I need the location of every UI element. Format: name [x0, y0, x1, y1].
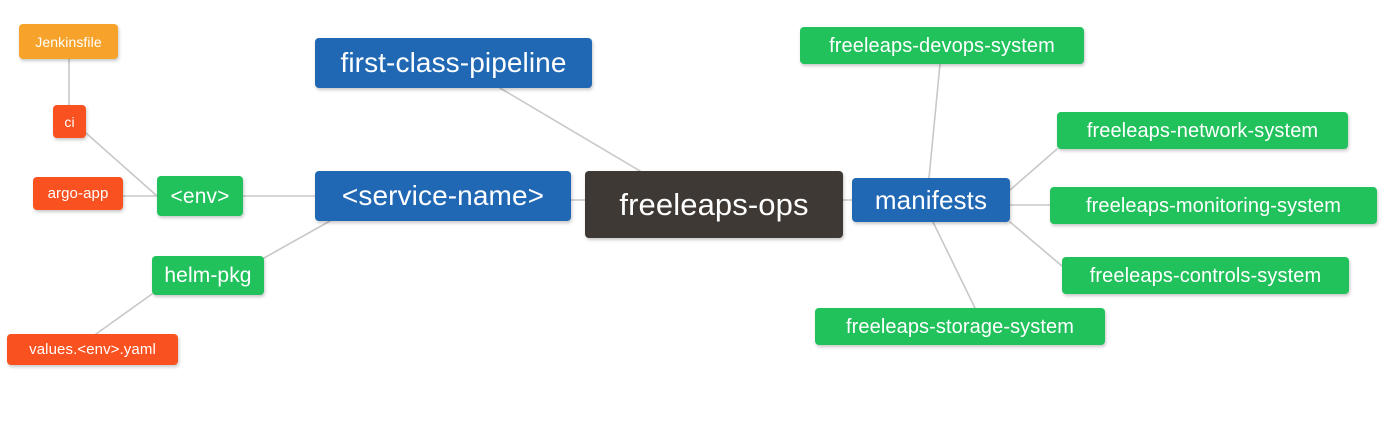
node-values-yaml[interactable]: values.<env>.yaml — [7, 334, 178, 365]
node-label-argo-app: argo-app — [47, 185, 109, 202]
node-freeleaps-ops[interactable]: freeleaps-ops — [585, 171, 843, 238]
node-label-helm-pkg: helm-pkg — [164, 264, 252, 287]
edge-manifests-to-freeleaps-controls-system — [1009, 221, 1063, 267]
node-label-freeleaps-ops: freeleaps-ops — [619, 187, 809, 222]
node-freeleaps-monitoring-system[interactable]: freeleaps-monitoring-system — [1050, 187, 1377, 224]
node-label-jenkinsfile: Jenkinsfile — [35, 33, 102, 50]
node-label-freeleaps-controls-system: freeleaps-controls-system — [1089, 264, 1322, 287]
edge-manifests-to-freeleaps-devops-system — [928, 63, 941, 179]
node-jenkinsfile[interactable]: Jenkinsfile — [19, 24, 118, 59]
node-label-freeleaps-monitoring-system: freeleaps-monitoring-system — [1085, 194, 1341, 217]
node-freeleaps-controls-system[interactable]: freeleaps-controls-system — [1062, 257, 1349, 294]
node-manifests[interactable]: manifests — [852, 178, 1010, 222]
node-env[interactable]: <env> — [157, 176, 243, 216]
node-freeleaps-devops-system[interactable]: freeleaps-devops-system — [800, 27, 1084, 64]
node-ci[interactable]: ci — [53, 105, 86, 138]
edge-manifests-to-freeleaps-network-system — [1009, 148, 1058, 191]
node-label-values-yaml: values.<env>.yaml — [29, 341, 156, 358]
edge-helm-pkg-to-service-name — [263, 220, 331, 259]
node-label-manifests: manifests — [874, 185, 988, 215]
node-service-name[interactable]: <service-name> — [315, 171, 571, 221]
node-argo-app[interactable]: argo-app — [33, 177, 123, 210]
node-freeleaps-network-system[interactable]: freeleaps-network-system — [1057, 112, 1348, 149]
node-label-service-name: <service-name> — [341, 180, 545, 211]
node-freeleaps-storage-system[interactable]: freeleaps-storage-system — [815, 308, 1105, 345]
node-label-freeleaps-storage-system: freeleaps-storage-system — [845, 315, 1075, 338]
node-first-class-pipeline[interactable]: first-class-pipeline — [315, 38, 592, 88]
edge-first-class-pipeline-to-freeleaps-ops — [499, 87, 641, 172]
edge-values-yaml-to-helm-pkg — [95, 293, 153, 335]
node-label-freeleaps-network-system: freeleaps-network-system — [1086, 119, 1319, 142]
node-label-first-class-pipeline: first-class-pipeline — [340, 47, 567, 78]
node-label-env: <env> — [170, 184, 230, 208]
node-label-freeleaps-devops-system: freeleaps-devops-system — [829, 34, 1055, 57]
node-helm-pkg[interactable]: helm-pkg — [152, 256, 264, 295]
edge-manifests-to-freeleaps-storage-system — [932, 221, 976, 309]
node-label-ci: ci — [64, 113, 75, 130]
